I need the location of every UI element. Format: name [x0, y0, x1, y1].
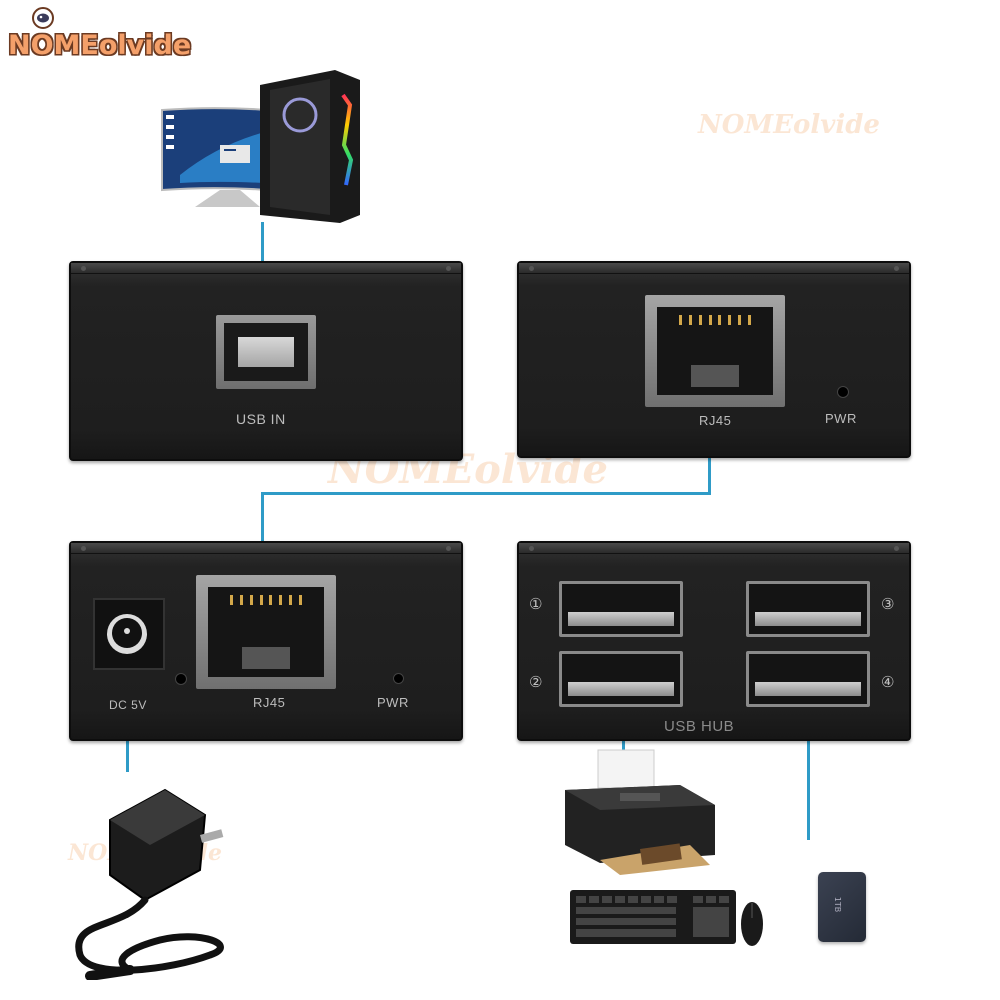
- sender-usb-panel: USB IN: [69, 261, 463, 461]
- rj45-port[interactable]: [196, 575, 336, 689]
- dc-5v-label: DC 5V: [109, 698, 147, 712]
- cable-hub-to-drive: [807, 720, 810, 840]
- cable-rj45-horizontal: [261, 492, 711, 495]
- watermark: NOMEolvide: [698, 110, 880, 140]
- external-drive-icon: 1TB: [818, 872, 866, 942]
- rj45-port[interactable]: [645, 295, 785, 407]
- usb-a-port-1[interactable]: [559, 581, 683, 637]
- cable-rj45-vertical: [708, 430, 711, 494]
- rj45-label: RJ45: [253, 695, 286, 710]
- port-number-1: ①: [529, 595, 543, 613]
- sender-rj45-panel: RJ45 PWR: [517, 261, 911, 458]
- usb-b-port[interactable]: [216, 315, 316, 389]
- pwr-label: PWR: [377, 695, 409, 710]
- brand-logo: NOMEolvide: [8, 30, 192, 61]
- computer-icon: [161, 70, 360, 223]
- usb-a-port-4[interactable]: [746, 651, 870, 707]
- usb-hub-label: USB HUB: [664, 718, 735, 735]
- printer-icon: [565, 749, 715, 875]
- keyboard-icon: [570, 890, 736, 944]
- port-number-2: ②: [529, 673, 543, 691]
- cable-rj45-down: [261, 492, 264, 572]
- port-number-4: ④: [881, 673, 895, 691]
- receiver-front-panel: DC 5V RJ45 PWR: [69, 541, 463, 741]
- rj45-label: RJ45: [699, 413, 732, 428]
- cable-dc-power: [126, 730, 129, 772]
- astronaut-logo-icon: [32, 7, 54, 29]
- usb-in-label: USB IN: [236, 411, 286, 427]
- power-adapter-icon: [75, 788, 224, 980]
- usb-a-port-3[interactable]: [746, 581, 870, 637]
- usb-a-port-2[interactable]: [559, 651, 683, 707]
- port-number-3: ③: [881, 595, 895, 613]
- receiver-usb-hub-panel: ① ② ③ ④ USB HUB: [517, 541, 911, 741]
- dc-power-jack[interactable]: [93, 598, 165, 670]
- pwr-led: [837, 386, 849, 398]
- led-dot: [175, 673, 187, 685]
- mouse-icon: [741, 902, 763, 946]
- pwr-led: [393, 673, 404, 684]
- drive-capacity-label: 1TB: [833, 896, 843, 913]
- pwr-label: PWR: [825, 411, 857, 426]
